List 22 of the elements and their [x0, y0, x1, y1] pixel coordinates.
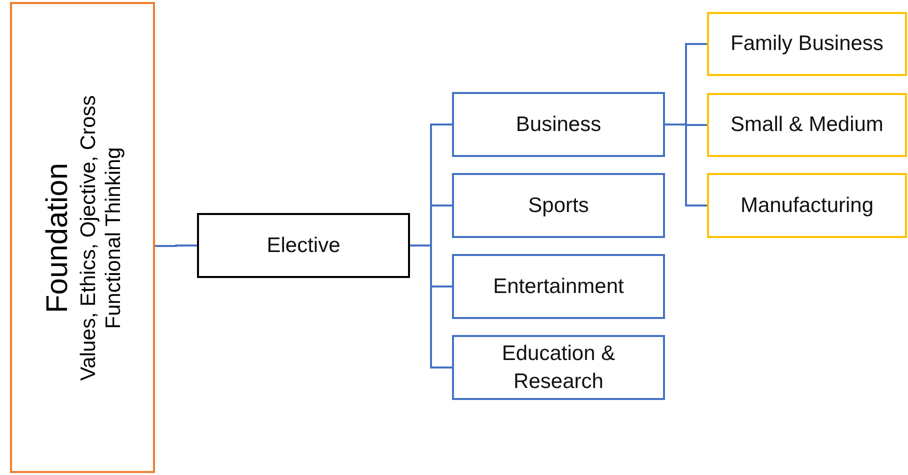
node-label: Manufacturing — [739, 192, 875, 219]
node-label: Family Business — [730, 31, 884, 58]
connector — [410, 244, 452, 368]
node-label: Small & Medium — [730, 112, 884, 138]
description: Values, Ethics, Ojective, Cross Functional Thinking — [75, 94, 126, 382]
foundation-box — [10, 2, 155, 473]
node-label: Business — [514, 112, 602, 138]
area-box — [452, 335, 665, 400]
connector — [665, 124, 707, 206]
node-label: Entertainment — [492, 274, 625, 300]
connector — [155, 244, 197, 247]
subarea-box — [707, 12, 907, 76]
area-box — [452, 92, 665, 157]
subarea-box — [707, 93, 907, 157]
area-box — [452, 173, 665, 238]
elective-box — [197, 213, 410, 278]
subarea-box — [707, 173, 907, 238]
node-label: Elective — [266, 232, 342, 259]
node-label: Sports — [527, 192, 590, 219]
node-label: Education & Research — [500, 341, 616, 394]
heading: Foundation — [39, 162, 74, 313]
area-box — [452, 254, 665, 319]
